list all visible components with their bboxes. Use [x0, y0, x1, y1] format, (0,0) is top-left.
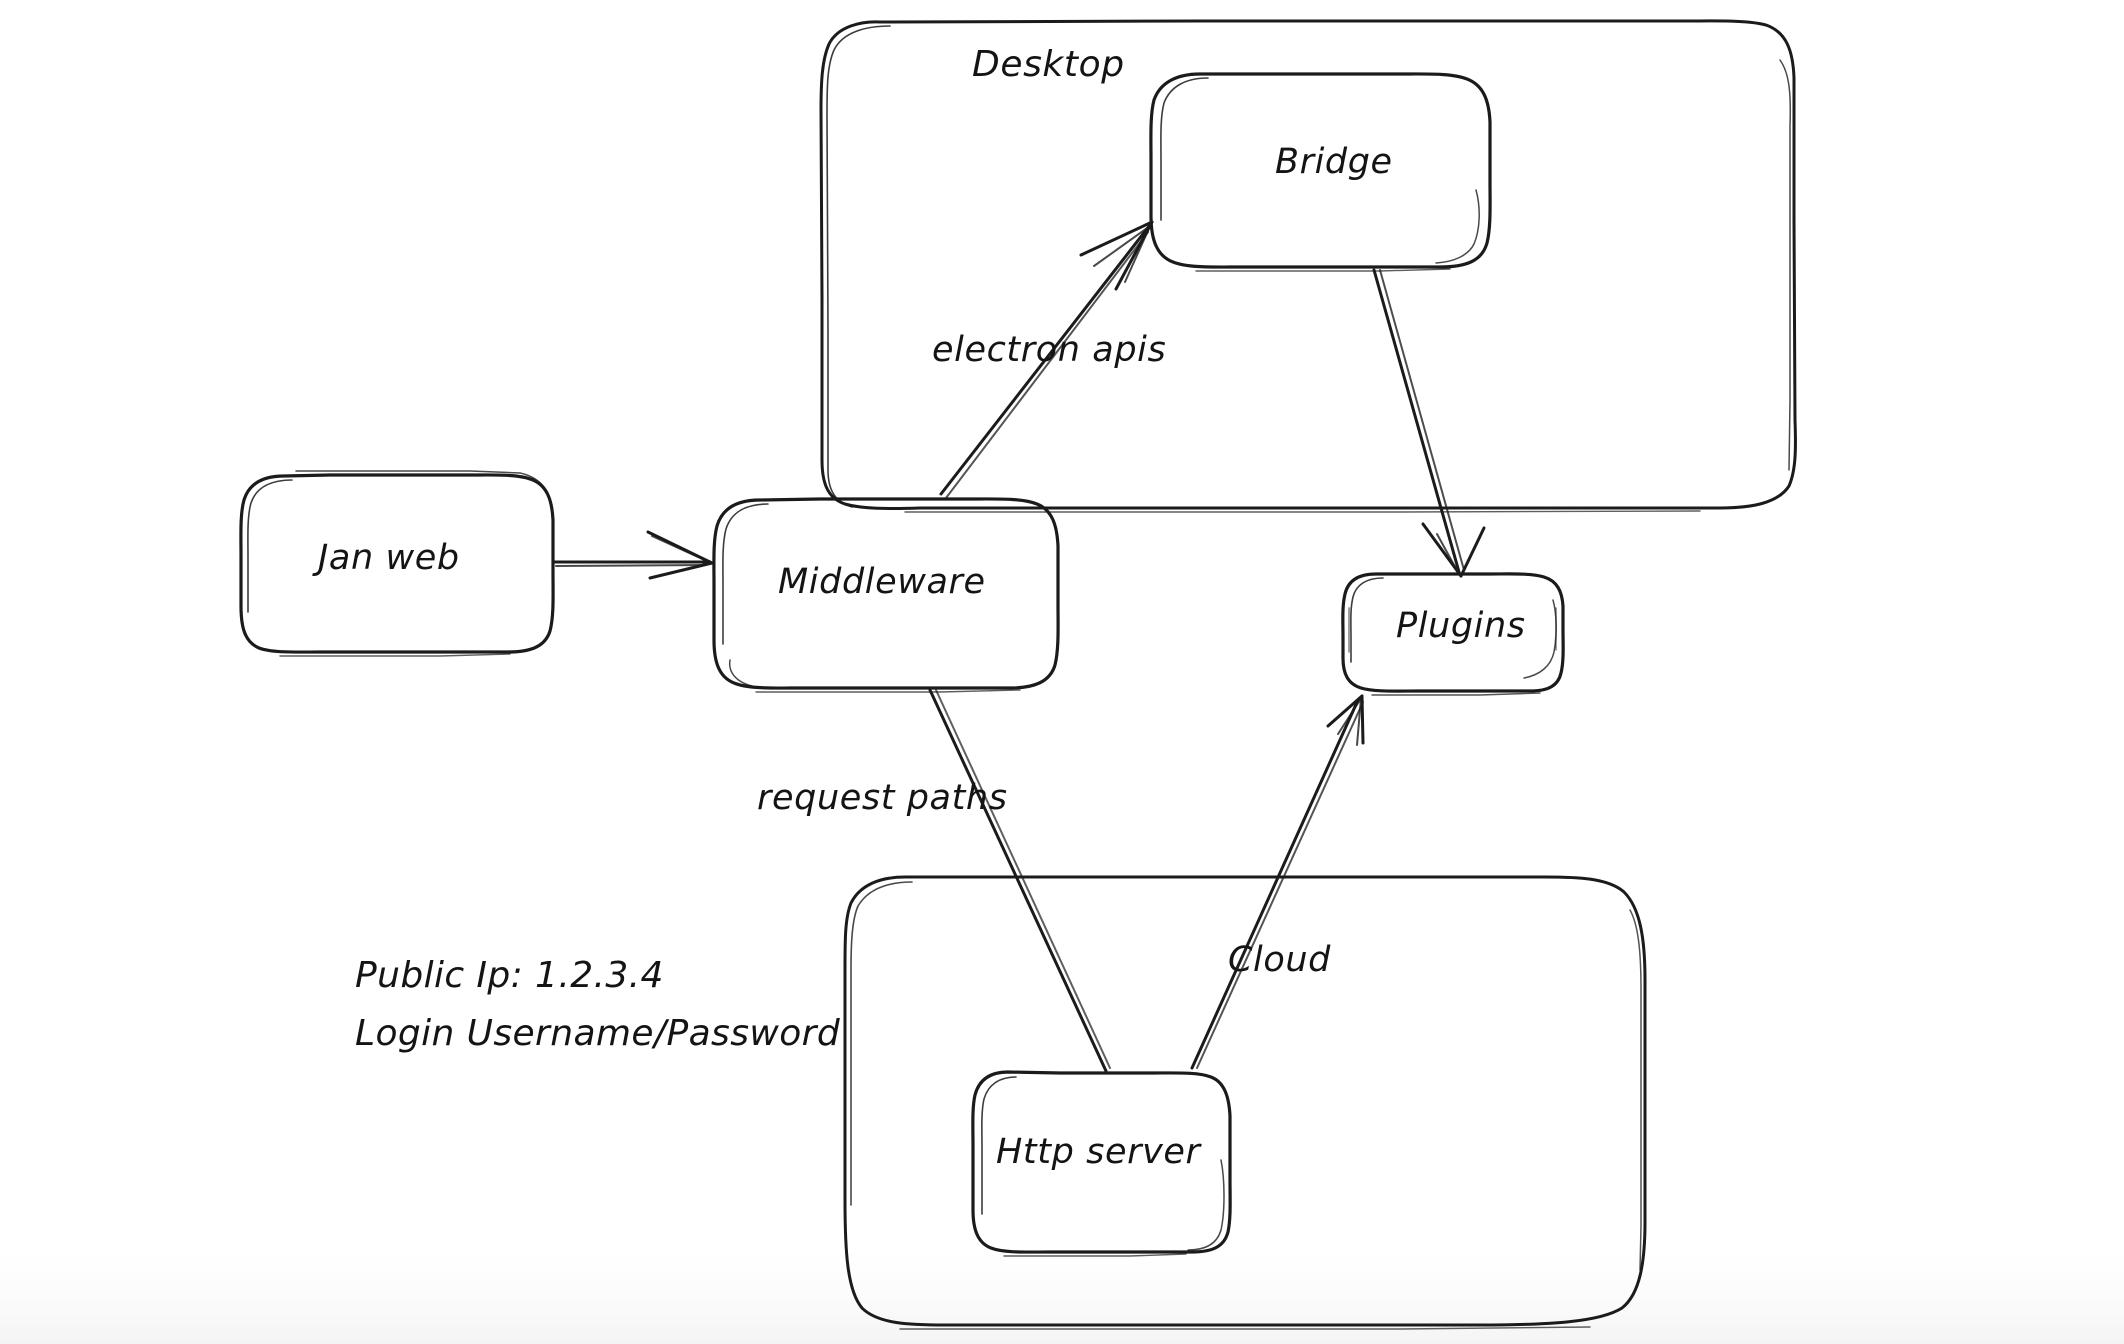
node-middleware-outline: [712, 497, 1060, 693]
edge-label-electron-apis: electron apis: [932, 330, 1167, 370]
container-cloud-outline: [843, 875, 1647, 1330]
node-label-middleware[interactable]: Middleware: [778, 562, 986, 602]
edge-http-server-to-plugins: [1190, 694, 1365, 1070]
node-label-jan-web[interactable]: Jan web: [318, 538, 460, 578]
container-desktop-outline: [819, 19, 1797, 513]
edge-label-request-paths: request paths: [757, 778, 1008, 818]
edge-jan-web-to-middleware: [552, 530, 714, 580]
container-label-desktop: Desktop: [972, 44, 1125, 85]
note-public-ip: Public Ip: 1.2.3.4: [355, 955, 664, 996]
edge-bridge-to-plugins: [1372, 268, 1486, 578]
edge-middleware-to-bridge: [939, 220, 1154, 499]
edge-label-cloud: Cloud: [1228, 940, 1331, 980]
node-label-bridge[interactable]: Bridge: [1275, 142, 1393, 182]
node-plugins-outline: [1341, 572, 1565, 696]
node-label-plugins[interactable]: Plugins: [1396, 606, 1526, 646]
edge-middleware-to-http-server: [928, 688, 1111, 1073]
node-label-http-server[interactable]: Http server: [996, 1132, 1201, 1172]
note-login-credentials: Login Username/Password: [355, 1013, 841, 1054]
node-http-server-outline: [971, 1070, 1232, 1257]
node-jan-web-outline: [239, 470, 555, 657]
